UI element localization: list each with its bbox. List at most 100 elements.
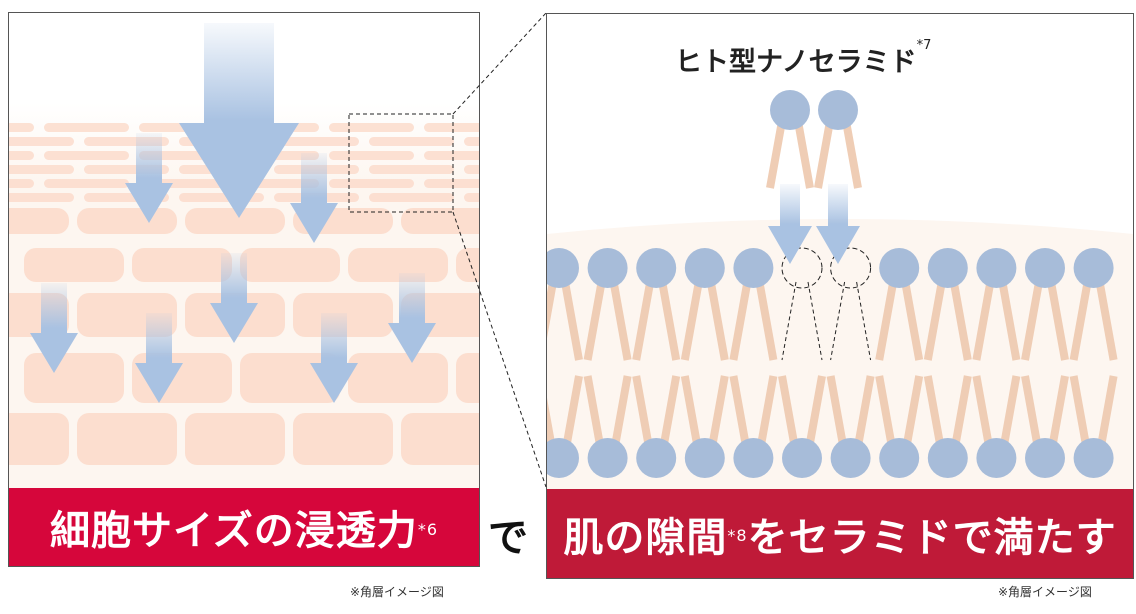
lipid-head [830,438,871,478]
connector-text: で [488,515,528,561]
empty-gap-tail [781,281,797,361]
cell-layer-thin [329,123,414,132]
corneocyte-cell [132,248,232,282]
lipid-tail [901,281,924,361]
lipid-tail [1021,281,1043,361]
cell-layer-thin [369,165,454,174]
down-arrow-icon [816,184,860,264]
ceramide-head [818,90,858,130]
lipid-head [547,438,579,478]
lipid-head [976,248,1017,288]
lipid-head [684,438,725,478]
corneocyte-cell [348,248,448,282]
small-arrow-icon [135,313,183,403]
small-arrow-icon [210,253,258,343]
lipid-head [1025,438,1065,478]
lipid-head [587,248,628,288]
large-arrow-icon [179,23,299,218]
footnote-mark: *7 [916,38,932,53]
right-caption: ※角層イメージ図 [998,585,1092,599]
lipid-tail [923,281,946,361]
cell-layer-thin [9,137,74,146]
corneocyte-cell [24,353,124,403]
lipid-tail [609,281,632,361]
down-arrow-icon [768,184,812,264]
lipid-head [733,438,774,478]
corneocyte-cell [456,248,479,282]
cell-layer-thin [9,165,74,174]
empty-gap-tail [830,281,846,361]
cell-layer-thin [464,193,479,202]
lipid-tail [755,281,778,361]
corneocyte-cell [185,413,285,465]
cell-layer-thin [424,179,479,188]
lipid-head [1073,248,1114,288]
ceramide-banner-text-2: をセラミドで満たす [747,514,1117,561]
cell-layer-thin [369,193,454,202]
cell-layer-thin [44,179,129,188]
small-arrow-icon [310,313,358,403]
cell-layer-thin [274,137,359,146]
corneocyte-cell [77,208,177,234]
ceramide-head [770,90,810,130]
lipid-tail [875,281,898,361]
cell-layer-thin [369,137,454,146]
small-arrow-icon [30,283,78,373]
skin-penetration-panel: 細胞サイズの浸透力*6 [8,12,480,567]
cell-layer-thin [424,123,479,132]
corneocyte-cell [77,413,177,465]
lipid-tail [547,281,557,339]
cell-layer-thin [424,151,479,160]
cell-layer-thin [464,137,479,146]
stratum-corneum-illustration [9,23,479,503]
empty-gap-tail [807,281,823,361]
cell-layer-thin [464,165,479,174]
lipid-tail [561,281,583,361]
lipid-tail [632,281,655,361]
corneocyte-cell [293,413,393,465]
lipid-tail [583,281,606,361]
corneocyte-cell [456,353,479,403]
corneocyte-cell [401,413,479,465]
lipid-head [636,438,677,478]
lipid-head [636,248,677,288]
ceramide-banner-text-1: 肌の隙間 [563,514,728,561]
cell-layer-thin [44,123,129,132]
cell-layer-thin [9,123,34,132]
corneocyte-cell [24,248,124,282]
cell-layer-thin [9,151,34,160]
lipid-head [879,438,920,478]
lipid-head [1073,438,1114,478]
lipid-head [733,248,774,288]
small-arrow-icon [125,133,173,223]
lipid-head [879,248,920,288]
lipid-tail [949,281,972,361]
left-caption: ※角層イメージ図 [350,585,444,599]
lipid-head [976,438,1017,478]
corneocyte-cell [185,208,285,234]
lipid-tail [680,281,703,361]
empty-gap-head [830,247,872,289]
lipid-tail [998,281,1021,361]
penetration-banner: 細胞サイズの浸透力*6 [9,488,479,566]
lipid-head [927,438,968,478]
lipid-tail [1069,281,1092,361]
lipid-tail [1095,281,1118,361]
cell-layer-thin [9,179,34,188]
lipid-head [927,248,968,288]
lipid-tail [658,281,681,361]
cell-layer-thin [329,179,414,188]
footnote-mark: *8 [727,526,748,545]
corneocyte-cell [9,413,69,465]
corneocyte-cell [9,208,69,234]
ceramide-title-text: ヒト型ナノセラミド [675,47,917,78]
lipid-head [547,248,579,288]
lipid-head [587,438,628,478]
small-arrow-icon [290,153,338,243]
lipid-head [782,438,822,478]
lipid-head [1025,248,1065,288]
corneocyte-cell [401,208,479,234]
lipid-tail [972,281,995,361]
